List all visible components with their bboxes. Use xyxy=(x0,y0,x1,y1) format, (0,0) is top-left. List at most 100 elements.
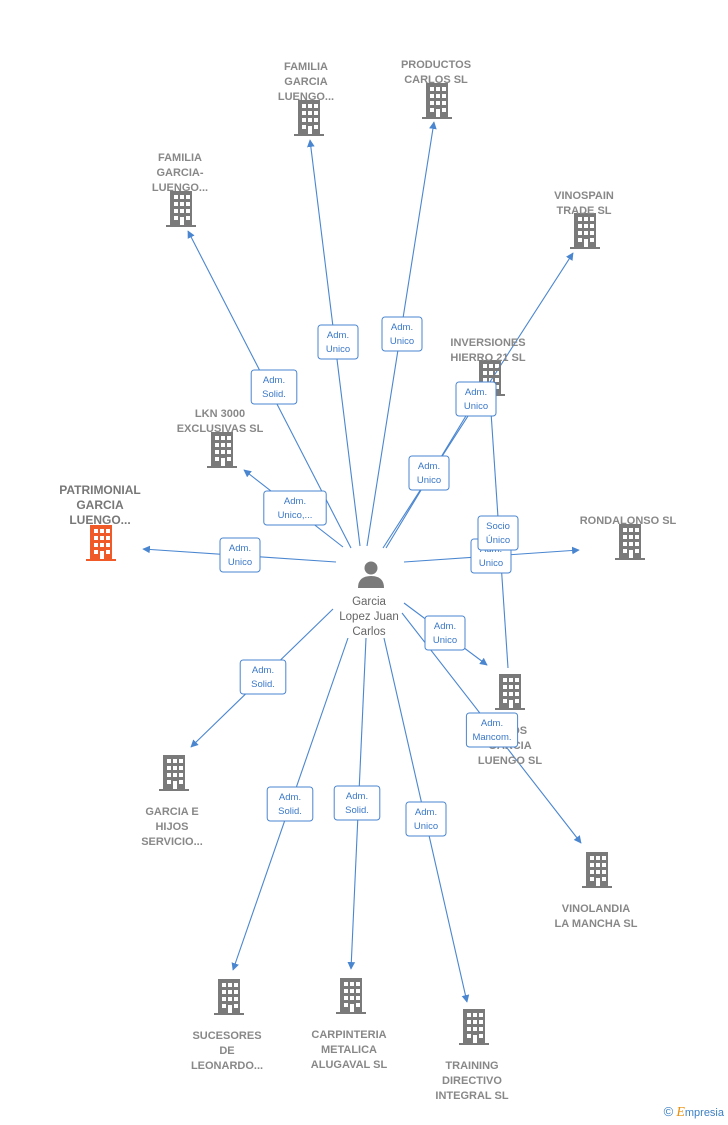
building-icon xyxy=(422,83,452,119)
edge-label-text: Unico xyxy=(326,344,350,355)
company-node-garciae[interactable]: GARCIA EHIJOSSERVICIO... xyxy=(141,755,203,848)
person-name-line: Lopez Juan xyxy=(339,611,398,623)
company-name-line: FAMILIA xyxy=(284,61,328,73)
company-name-line: LEONARDO... xyxy=(191,1060,263,1072)
edge-label-text: Adm. xyxy=(327,330,349,341)
company-name-line: SERVICIO... xyxy=(141,836,203,848)
building-icon xyxy=(336,978,366,1014)
company-node-sucesores[interactable]: SUCESORESDELEONARDO... xyxy=(191,979,263,1072)
company-name-line: GARCIA E xyxy=(145,806,198,818)
company-name-line: GARCIA xyxy=(76,498,124,512)
edge-label-text: Adm. xyxy=(284,496,306,507)
edge-label-text: Unico xyxy=(417,475,441,486)
company-name-line: VINOLANDIA xyxy=(562,903,631,915)
company-node-patrimonial[interactable]: PATRIMONIALGARCIALUENGO... xyxy=(59,483,141,561)
edge-label-box xyxy=(477,515,519,551)
company-node-inversiones[interactable]: INVERSIONES HIERRO 21 SL xyxy=(450,337,526,396)
company-name-line: FAMILIA xyxy=(158,152,202,164)
edge-label-vinospain[interactable]: Adm. Unico xyxy=(408,455,450,491)
edge-label-box xyxy=(381,316,423,352)
edge-label-box xyxy=(424,615,466,651)
edge-label-carpinteria[interactable]: Adm. Solid. xyxy=(333,785,381,821)
building-icon xyxy=(159,755,189,791)
edge-label-vinos[interactable]: Adm.Unico xyxy=(424,615,466,651)
company-name-line: HIERRO 21 SL xyxy=(450,352,525,364)
edge-label-box xyxy=(455,381,497,417)
brand-name: mpresia xyxy=(684,1107,724,1119)
edge-label-text: Unico,... xyxy=(278,510,313,521)
edge-label-text: Adm. xyxy=(465,387,487,398)
company-name-line: LUENGO SL xyxy=(478,755,542,767)
edge-label-box xyxy=(266,786,314,822)
building-icon xyxy=(582,852,612,888)
company-name-line: TRADE SL xyxy=(557,205,612,217)
edge-label-box xyxy=(333,785,381,821)
company-name-line: TRAINING xyxy=(445,1060,498,1072)
edge-label-lkn[interactable]: Adm. Unico,... xyxy=(263,490,327,526)
edge-label-text: Adm. xyxy=(279,792,301,803)
edge-label-text: Unico xyxy=(479,558,503,569)
edge-label-text: Adm. xyxy=(418,461,440,472)
edge-label-productos[interactable]: Adm.Unico xyxy=(381,316,423,352)
company-name-line: GARCIA xyxy=(284,76,327,88)
edge-label-text: Mancom. xyxy=(472,732,511,743)
company-name-line: SUCESORES xyxy=(192,1030,261,1042)
edge-label-text: Solid. xyxy=(262,389,286,400)
edge-label-training[interactable]: Adm.Unico xyxy=(405,801,447,837)
edge-label-text: Unico xyxy=(228,557,252,568)
company-node-productos[interactable]: PRODUCTOS CARLOS SL xyxy=(401,59,471,119)
building-icon xyxy=(86,525,116,561)
building-icon xyxy=(459,1009,489,1045)
edge-label-patrimonial[interactable]: Adm.Unico xyxy=(219,537,261,573)
edge-label-sucesores[interactable]: Adm.Solid. xyxy=(266,786,314,822)
company-name-line: LKN 3000 xyxy=(195,408,245,420)
edge-label-familia2[interactable]: Adm. Solid. xyxy=(250,369,298,405)
company-node-rondalonso[interactable]: RONDALONSO SL xyxy=(580,515,677,560)
edge-label-text: Solid. xyxy=(345,805,369,816)
edge-label-text: Solid. xyxy=(251,679,275,690)
company-node-familia2[interactable]: FAMILIAGARCIA-LUENGO... xyxy=(152,152,208,227)
person-name-line: Garcia xyxy=(352,596,386,608)
edge-label-box xyxy=(405,801,447,837)
company-name-line: METALICA xyxy=(321,1044,377,1056)
company-name-line: INTEGRAL SL xyxy=(435,1090,508,1102)
building-icon xyxy=(495,674,525,710)
edge-label-box xyxy=(465,712,519,748)
company-name-line: INVERSIONES xyxy=(450,337,525,349)
edge-label-text: Unico xyxy=(414,821,438,832)
company-name-line: LUENGO... xyxy=(69,513,130,527)
company-node-familia1[interactable]: FAMILIA GARCIA LUENGO... xyxy=(278,61,334,136)
edge-label-text: Adm. xyxy=(252,665,274,676)
edge-label-text: Adm. xyxy=(346,791,368,802)
edge-label-garciae[interactable]: Adm. Solid. xyxy=(239,659,287,695)
company-name-line: RONDALONSO SL xyxy=(580,515,677,527)
edges xyxy=(142,121,582,1003)
person-name-line: Carlos xyxy=(352,626,385,638)
edge-label-familia1[interactable]: Adm. Unico xyxy=(317,324,359,360)
building-icon xyxy=(166,191,196,227)
edge-label-text: Unico xyxy=(390,336,414,347)
edge-label-text: Unico xyxy=(464,401,488,412)
edge-label-text: Adm. xyxy=(481,718,503,729)
building-icon xyxy=(615,524,645,560)
edge-label-text: Único xyxy=(486,535,510,546)
building-icon xyxy=(214,979,244,1015)
copyright-symbol: © xyxy=(663,1104,674,1119)
edge-label-box xyxy=(250,369,298,405)
edge-label-vinolandia[interactable]: Adm. Mancom. xyxy=(465,712,519,748)
company-name-line: ALUGAVAL SL xyxy=(311,1059,388,1071)
company-name-line: EXCLUSIVAS SL xyxy=(177,423,264,435)
edge-label-inversiones[interactable]: Adm. Unico xyxy=(455,381,497,417)
edge-label-text: Adm. xyxy=(263,375,285,386)
company-name-line: PRODUCTOS xyxy=(401,59,471,71)
company-name-line: CARLOS SL xyxy=(404,74,468,86)
company-name-line: LUENGO... xyxy=(278,91,334,103)
